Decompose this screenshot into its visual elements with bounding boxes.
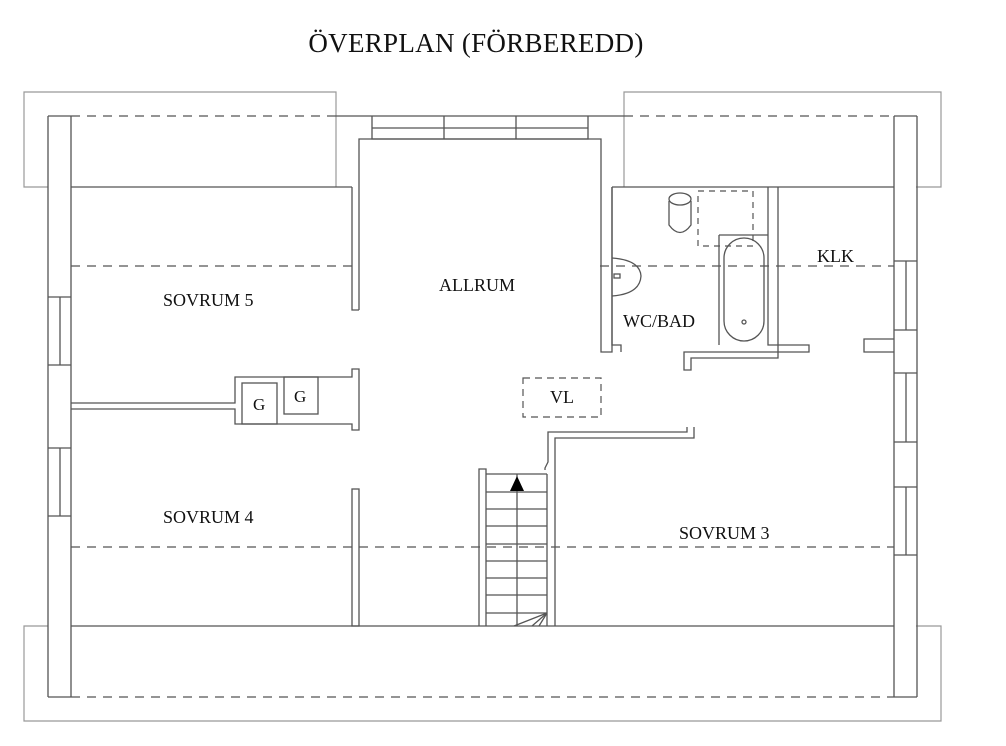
room-label-sovrum4: SOVRUM 4 (163, 507, 254, 527)
top-gable-wall (336, 115, 624, 353)
roof-outlines (23, 91, 942, 722)
label-g2: G (294, 387, 307, 406)
knee-walls (71, 186, 894, 627)
plan-title: ÖVERPLAN (FÖRBEREDD) (308, 28, 644, 58)
label-g1: G (253, 395, 266, 414)
left-exterior-wall (47, 115, 72, 698)
stair-up-arrow-icon (510, 476, 524, 491)
room-label-wc-bad: WC/BAD (623, 311, 695, 331)
room-label-sovrum3: SOVRUM 3 (679, 523, 770, 543)
room-label-allrum: ALLRUM (439, 275, 515, 295)
wc-bad (611, 187, 810, 371)
room-label-klk: KLK (817, 246, 854, 266)
klk-wall (863, 338, 894, 353)
partition-chimney (71, 368, 360, 431)
ceiling-height-lines (71, 115, 894, 698)
g-fixture-2 (283, 376, 319, 415)
staircase (478, 468, 548, 627)
label-vl: VL (550, 387, 574, 407)
right-exterior-wall (893, 115, 918, 698)
sovrum4-wall (351, 488, 360, 627)
g-fixture-1 (241, 382, 278, 425)
vl-box (522, 377, 602, 418)
sovrum5-wall (351, 187, 359, 311)
stair-hall-walls (544, 427, 695, 626)
room-label-sovrum5: SOVRUM 5 (163, 290, 254, 310)
